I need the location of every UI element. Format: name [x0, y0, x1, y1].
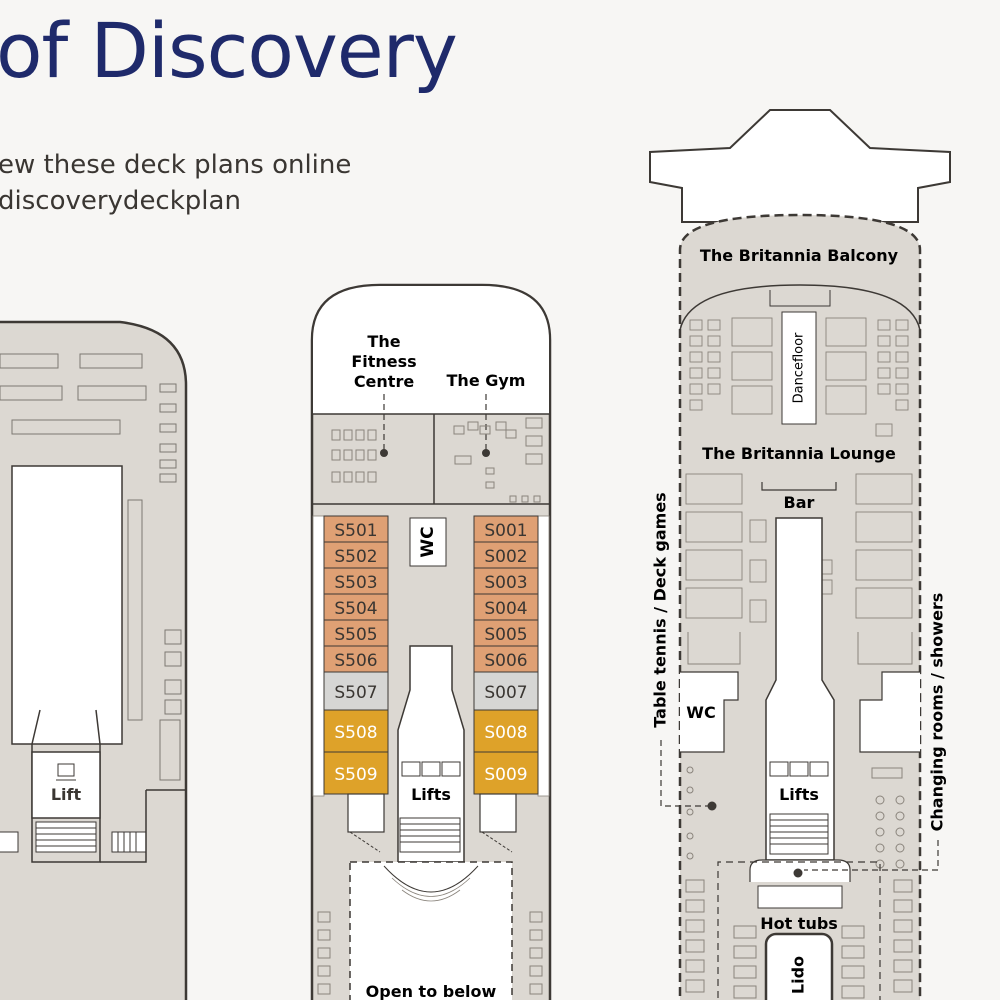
- fitness-centre: The Fitness Centre: [351, 332, 416, 391]
- cabin-column-left: S501 S502 S503 S504 S505 S506 S507 S508 …: [323, 515, 389, 795]
- cabin-s008: S008: [484, 723, 527, 743]
- cabin-s006: S006: [484, 651, 527, 671]
- britannia-balcony-label: The Britannia Balcony: [700, 246, 899, 265]
- dancefloor-label: Dancefloor: [792, 332, 807, 403]
- lido-label: Lido: [789, 956, 808, 994]
- open-to-below-label: Open to below: [366, 982, 497, 1000]
- lift-label-left: Lift: [51, 785, 82, 804]
- britannia-lounge-label: The Britannia Lounge: [702, 444, 896, 463]
- cabin-s009: S009: [484, 765, 527, 785]
- cabin-s003: S003: [484, 573, 527, 593]
- cabin-s002: S002: [484, 547, 527, 567]
- cabin-s508: S508: [334, 723, 377, 743]
- svg-text:Centre: Centre: [354, 372, 415, 391]
- cabin-s509: S509: [334, 765, 377, 785]
- deck-left: Lift: [0, 320, 188, 1000]
- cabin-s504: S504: [334, 599, 377, 619]
- cabin-s004: S004: [484, 599, 527, 619]
- cabin-column-right: S001 S002 S003 S004 S005 S006 S007 S008 …: [473, 515, 539, 795]
- cabin-s507: S507: [334, 683, 377, 703]
- cabin-s007: S007: [484, 683, 527, 703]
- bar-label: Bar: [784, 493, 815, 512]
- cabin-s503: S503: [334, 573, 377, 593]
- instructions-line-2: discoverydeckplan: [0, 186, 241, 216]
- gym-label: The Gym: [447, 371, 526, 390]
- instructions-line-1: ew these deck plans online: [0, 150, 352, 180]
- cabin-s505: S505: [334, 625, 377, 645]
- lifts-label-middle: Lifts: [411, 785, 451, 804]
- cabin-s506: S506: [334, 651, 377, 671]
- page-title: of Discovery: [0, 6, 458, 95]
- cabin-s501: S501: [334, 521, 377, 541]
- svg-text:Fitness: Fitness: [351, 352, 416, 371]
- wc-label-middle: WC: [418, 526, 438, 557]
- table-tennis-label: Table tennis / Deck games: [651, 492, 670, 727]
- cabin-s001: S001: [484, 521, 527, 541]
- svg-text:The: The: [367, 332, 400, 351]
- deck-right: The Britannia Balcony Dancefloor The Bri…: [649, 109, 951, 1000]
- cabin-s005: S005: [484, 625, 527, 645]
- wc-label-right: WC: [686, 703, 715, 722]
- hot-tubs-label: Hot tubs: [760, 914, 838, 933]
- deck-middle: The Fitness Centre The Gym: [310, 283, 552, 1000]
- changing-rooms-label: Changing rooms / showers: [928, 593, 947, 832]
- cabin-s502: S502: [334, 547, 377, 567]
- lifts-label-right: Lifts: [779, 785, 819, 804]
